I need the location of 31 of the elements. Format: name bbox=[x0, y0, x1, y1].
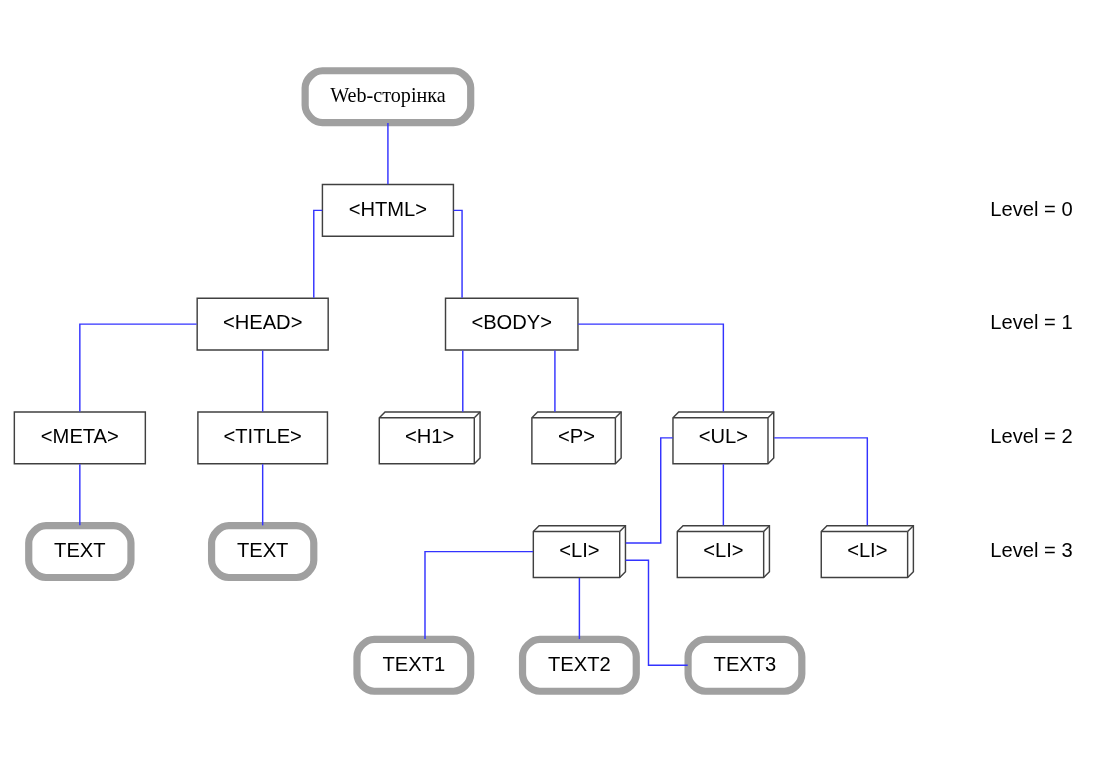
label: Level = 1 bbox=[990, 311, 1073, 334]
connector bbox=[722, 463, 725, 527]
connector bbox=[578, 577, 581, 640]
connector bbox=[462, 349, 464, 413]
node-box: TEXT1 bbox=[353, 635, 475, 695]
connector bbox=[79, 463, 81, 527]
label: Level = 3 bbox=[990, 538, 1073, 561]
connector bbox=[79, 323, 198, 413]
node-box: <TITLE> bbox=[197, 411, 329, 465]
label: Level = 0 bbox=[990, 197, 1073, 220]
connector bbox=[577, 323, 725, 413]
node-box: TEXT3 bbox=[684, 635, 806, 695]
node-box: TEXT bbox=[25, 522, 135, 582]
node-box: <HTML> bbox=[321, 183, 455, 238]
connector bbox=[261, 463, 264, 527]
node-box: <META> bbox=[13, 411, 147, 465]
connector bbox=[773, 437, 869, 526]
connector bbox=[261, 349, 264, 413]
connector bbox=[625, 437, 674, 544]
connector bbox=[424, 550, 534, 640]
connector bbox=[313, 209, 323, 299]
label: Level = 2 bbox=[990, 425, 1073, 448]
connector bbox=[452, 209, 463, 299]
node-box: Web-сторінка bbox=[301, 67, 475, 127]
node-box: TEXT2 bbox=[518, 635, 640, 695]
connector bbox=[624, 559, 689, 667]
connector bbox=[554, 349, 556, 413]
node-box: <BODY> bbox=[444, 297, 579, 351]
node-box: TEXT bbox=[207, 522, 318, 582]
node-box: <HEAD> bbox=[196, 297, 329, 351]
connector bbox=[387, 122, 389, 185]
